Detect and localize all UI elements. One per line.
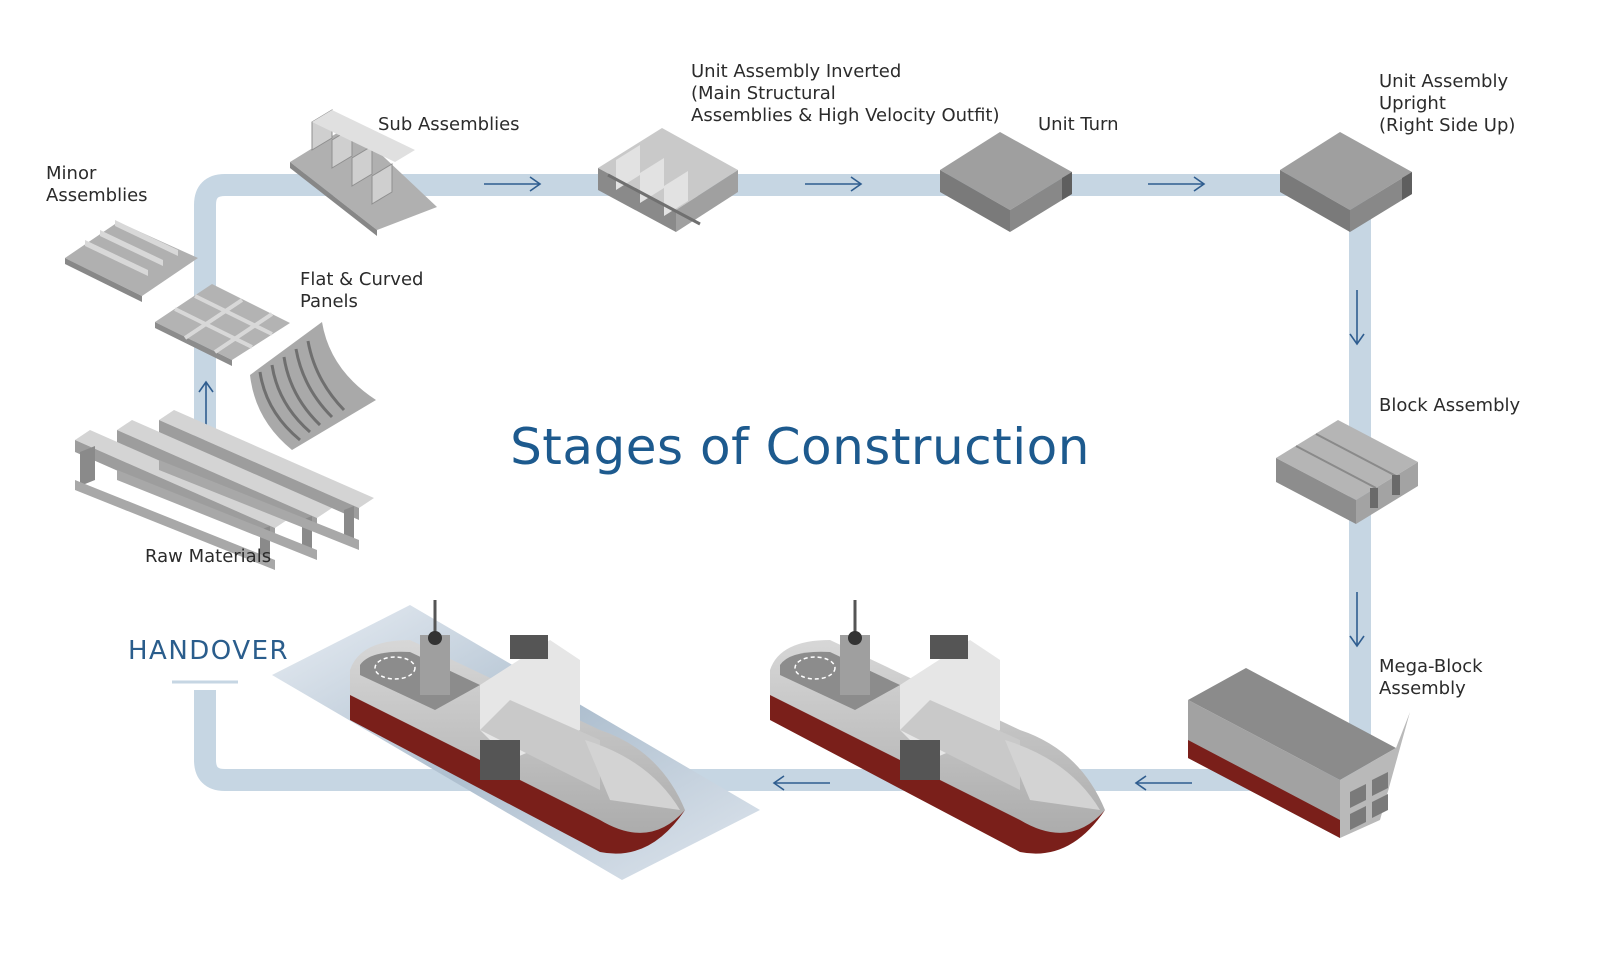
label-unit-assembly-inverted: Unit Assembly Inverted (Main Structural … xyxy=(691,61,1000,126)
block-icon xyxy=(1276,420,1418,524)
label-block-assembly: Block Assembly xyxy=(1379,395,1521,416)
arrow-left-icon-1 xyxy=(1134,775,1192,791)
sub-assembly-icon xyxy=(290,109,437,236)
arrow-down-icon-1 xyxy=(1349,290,1365,346)
inverted-unit-icon xyxy=(598,128,738,232)
flow-arrows xyxy=(198,176,1365,791)
label-unit-turn: Unit Turn xyxy=(1038,114,1119,135)
unit-turn-icon xyxy=(940,132,1072,232)
handover-label: HANDOVER xyxy=(128,636,290,666)
label-minor-assemblies: Minor Assemblies xyxy=(46,163,148,206)
arrow-right-icon-3 xyxy=(1148,176,1206,192)
minor-assembly-icon xyxy=(65,220,198,302)
arrow-right-icon-2 xyxy=(805,176,863,192)
mega-block-icon xyxy=(1188,668,1410,838)
arrow-left-icon-2 xyxy=(772,775,830,791)
arrow-right-icon-1 xyxy=(484,176,542,192)
label-mega-block-assembly: Mega-Block Assembly xyxy=(1379,656,1483,699)
arrow-up-icon xyxy=(198,380,214,432)
i-beam-stack-icon xyxy=(75,410,374,570)
label-unit-assembly-upright: Unit Assembly Upright (Right Side Up) xyxy=(1379,71,1516,136)
flat-panel-icon xyxy=(155,284,290,366)
arrow-down-icon-2 xyxy=(1349,592,1365,648)
curved-panel-icon xyxy=(250,322,376,450)
upright-unit-icon xyxy=(1280,132,1412,232)
diagram-title: Stages of Construction xyxy=(510,418,1090,476)
ship-icon xyxy=(770,600,1105,854)
label-flat-curved-panels: Flat & Curved Panels xyxy=(300,269,424,312)
label-sub-assemblies: Sub Assemblies xyxy=(378,114,520,135)
label-raw-materials: Raw Materials xyxy=(145,546,272,567)
ship-icon xyxy=(350,600,685,854)
